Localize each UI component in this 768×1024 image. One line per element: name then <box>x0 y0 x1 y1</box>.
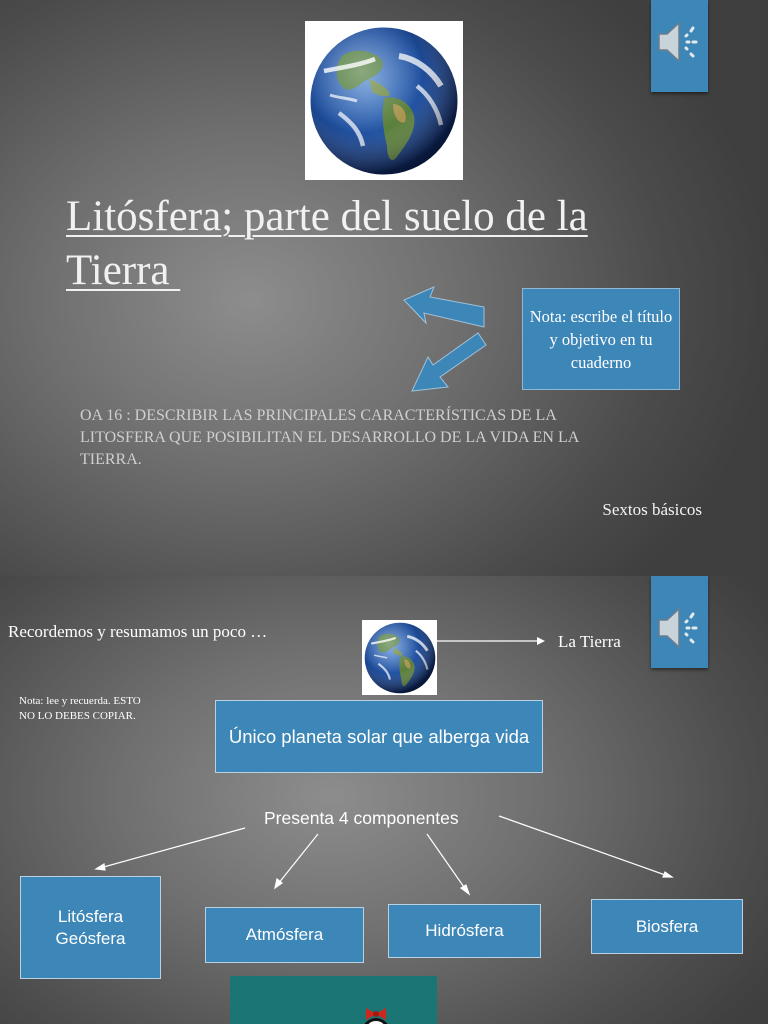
slide-1: Litósfera; parte del suelo de la Tierra … <box>0 0 768 576</box>
earth-label: La Tierra <box>558 632 621 651</box>
speaker-icon <box>653 14 709 70</box>
earth-globe-image <box>305 21 463 180</box>
note-box: Nota: escribe el título y objetivo en tu… <box>522 288 680 390</box>
next-slide-preview <box>230 976 437 1024</box>
component-hidrosfera: Hidrósfera <box>388 904 541 958</box>
components-label: Presenta 4 componentes <box>264 808 459 828</box>
course-label: Sextos básicos <box>602 500 702 519</box>
component-litosfera-line1: Litósfera <box>57 906 124 926</box>
arrow-to-title <box>403 286 485 328</box>
title-line-1: Litósfera; parte del suelo de la <box>66 193 588 240</box>
arrows-pointing-left <box>403 286 487 392</box>
audio-button-2[interactable] <box>651 576 708 668</box>
component-litosfera-line2: Geósfera <box>55 928 126 948</box>
copy-note: Nota: lee y recuerda. ESTO NO LO DEBES C… <box>19 695 141 722</box>
arrow-to-earth-label <box>437 637 545 645</box>
component-litosfera: Litósfera Geósfera <box>20 876 161 979</box>
arrow-to-objective <box>411 332 487 392</box>
component-biosfera: Biosfera <box>591 899 743 954</box>
objective-text: OA 16 : DESCRIBIR LAS PRINCIPALES CARACT… <box>80 407 579 468</box>
component-connector-arrows <box>94 815 674 896</box>
slide-title: Litósfera; parte del suelo de la Tierra <box>66 190 706 298</box>
main-fact-box: Único planeta solar que alberga vida <box>215 700 543 773</box>
cartoon-character-icon <box>364 1008 388 1024</box>
slide-2: Recordemos y resumamos un poco … La Tier… <box>0 576 768 1024</box>
component-atmosfera: Atmósfera <box>205 907 364 963</box>
recall-heading: Recordemos y resumamos un poco … <box>8 622 268 641</box>
earth-globe-small-image <box>362 620 437 695</box>
audio-button[interactable] <box>651 0 708 92</box>
globe-icon <box>309 26 459 176</box>
title-line-2: Tierra <box>66 247 181 294</box>
